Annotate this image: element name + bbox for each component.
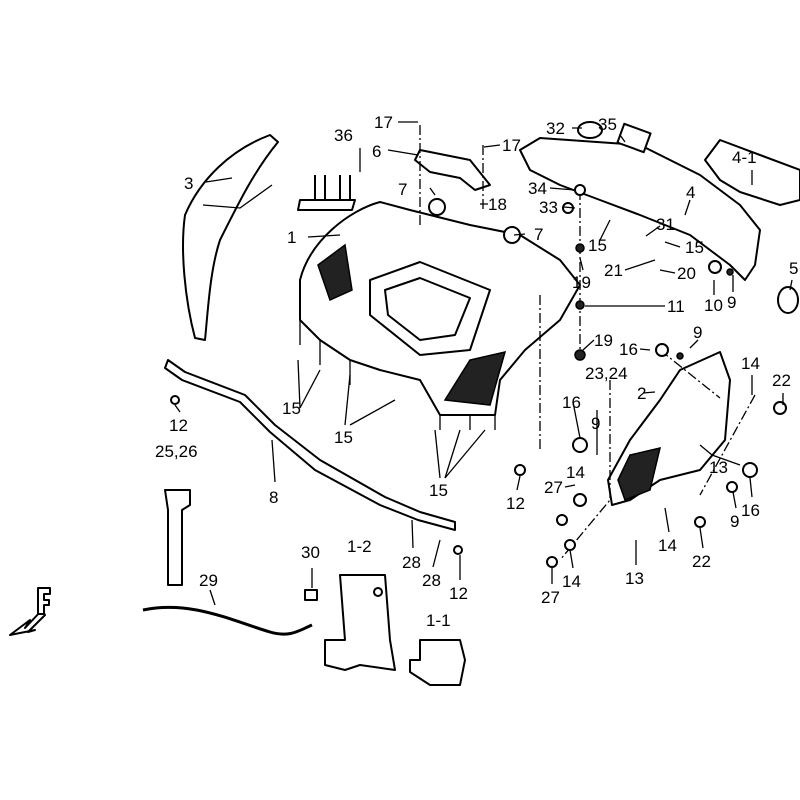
- part-1-1-cover[interactable]: [409, 639, 466, 686]
- callout-21[interactable]: 21: [604, 261, 623, 280]
- callout-29[interactable]: 29: [199, 571, 218, 590]
- part-36-bracket[interactable]: [297, 175, 356, 211]
- part-2-right-panel[interactable]: [607, 351, 731, 506]
- part-6-plate[interactable]: [414, 149, 491, 191]
- callout-20[interactable]: 20: [677, 264, 696, 283]
- callout-15b[interactable]: 15: [685, 238, 704, 257]
- part-8-bar[interactable]: [164, 359, 456, 531]
- callout-30[interactable]: 30: [301, 543, 320, 562]
- callout-1[interactable]: 1: [287, 228, 296, 247]
- callout-34[interactable]: 34: [528, 179, 547, 198]
- f-letter-icon: [37, 587, 51, 615]
- part-1-2-cover[interactable]: [324, 574, 396, 671]
- callout-27a[interactable]: 27: [544, 478, 563, 497]
- callout-15e[interactable]: 15: [429, 481, 448, 500]
- part-3-left-panel[interactable]: [182, 134, 279, 341]
- callout-8[interactable]: 8: [269, 488, 278, 507]
- part-1-rear-fender[interactable]: [299, 201, 581, 430]
- callout-19b[interactable]: 19: [594, 331, 613, 350]
- callout-16a[interactable]: 16: [619, 340, 638, 359]
- callout-15d[interactable]: 15: [334, 428, 353, 447]
- callout-22b[interactable]: 22: [692, 552, 711, 571]
- callout-35[interactable]: 35: [598, 115, 617, 134]
- callout-19a[interactable]: 19: [572, 273, 591, 292]
- callout-13b[interactable]: 13: [625, 569, 644, 588]
- callout-1-1[interactable]: 1-1: [426, 611, 451, 630]
- callout-22a[interactable]: 22: [772, 371, 791, 390]
- callout-33[interactable]: 33: [539, 198, 558, 217]
- callout-15c[interactable]: 15: [282, 399, 301, 418]
- part-29-cable[interactable]: [142, 605, 313, 636]
- callout-16c[interactable]: 16: [741, 501, 760, 520]
- callout-4[interactable]: 4: [686, 183, 695, 202]
- callout-27b[interactable]: 27: [541, 588, 560, 607]
- callout-1-2[interactable]: 1-2: [347, 537, 372, 556]
- callout-7b[interactable]: 7: [534, 225, 543, 244]
- callout-13a[interactable]: 13: [709, 458, 728, 477]
- callout-14c[interactable]: 14: [658, 536, 677, 555]
- callout-31[interactable]: 31: [656, 215, 675, 234]
- callout-12b[interactable]: 12: [506, 494, 525, 513]
- part-25-26-strap[interactable]: [164, 489, 191, 586]
- callout-12a[interactable]: 12: [169, 416, 188, 435]
- callout-17[interactable]: 17: [374, 113, 393, 132]
- callout-18[interactable]: 18: [488, 195, 507, 214]
- callout-32[interactable]: 32: [546, 119, 565, 138]
- callout-9c[interactable]: 9: [591, 414, 600, 433]
- callout-9b[interactable]: 9: [693, 323, 702, 342]
- part-5-cap[interactable]: [777, 286, 799, 314]
- callout-12c[interactable]: 12: [449, 584, 468, 603]
- part-35-pad[interactable]: [616, 122, 652, 154]
- callout-5[interactable]: 5: [789, 259, 798, 278]
- front-direction-marker: [9, 587, 51, 636]
- callout-14a[interactable]: 14: [741, 354, 760, 373]
- part-32-cap[interactable]: [577, 121, 603, 139]
- callout-15a[interactable]: 15: [588, 236, 607, 255]
- callout-10[interactable]: 10: [704, 296, 723, 315]
- callout-2[interactable]: 2: [637, 384, 646, 403]
- callout-23-24[interactable]: 23,24: [585, 364, 628, 383]
- callout-28b[interactable]: 28: [422, 571, 441, 590]
- callout-7[interactable]: 7: [398, 180, 407, 199]
- callout-9a[interactable]: 9: [727, 293, 736, 312]
- callout-9d[interactable]: 9: [730, 512, 739, 531]
- callout-14b[interactable]: 14: [566, 463, 585, 482]
- callout-3[interactable]: 3: [184, 174, 193, 193]
- panel-3-edge: [202, 184, 273, 209]
- hole: [373, 587, 383, 597]
- callout-4-1[interactable]: 4-1: [732, 148, 757, 167]
- callout-16b[interactable]: 16: [562, 393, 581, 412]
- callout-6[interactable]: 6: [372, 142, 381, 161]
- callout-14d[interactable]: 14: [562, 572, 581, 591]
- callout-25-26[interactable]: 25,26: [155, 442, 198, 461]
- callout-36[interactable]: 36: [334, 126, 353, 145]
- leader-lines: [174, 121, 793, 606]
- callout-28a[interactable]: 28: [402, 553, 421, 572]
- callout-11[interactable]: 11: [667, 297, 685, 316]
- part-30-clip[interactable]: [304, 589, 318, 601]
- callout-17b[interactable]: 17: [502, 136, 521, 155]
